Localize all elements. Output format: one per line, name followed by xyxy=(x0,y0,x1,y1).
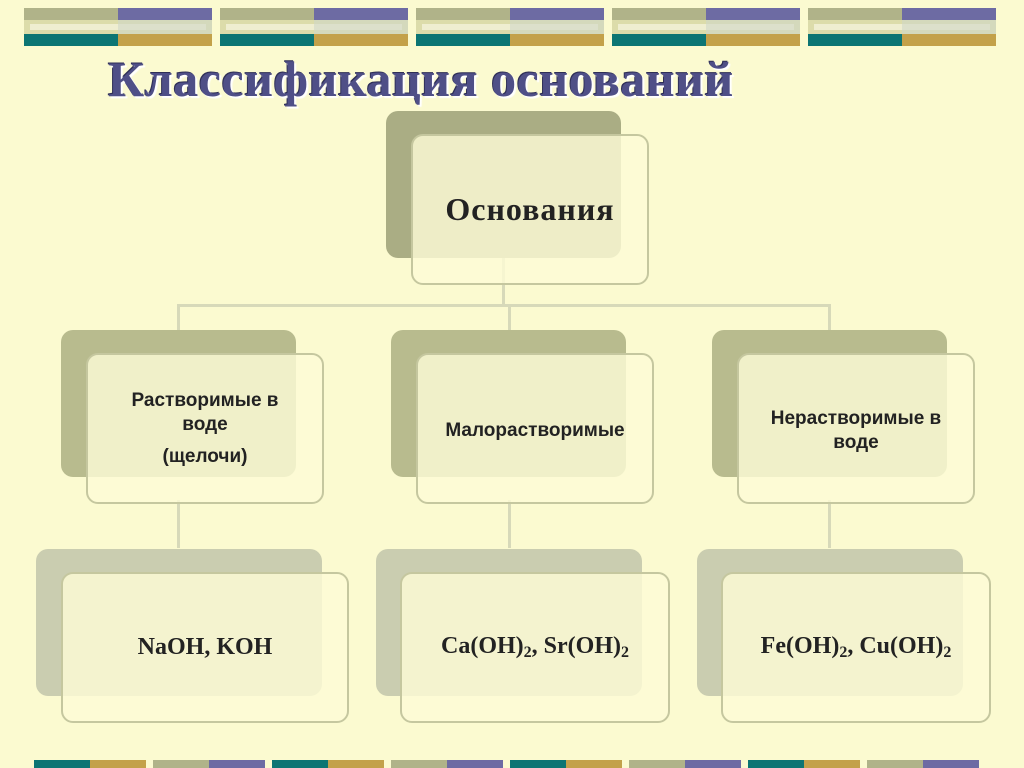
top-decoration-block xyxy=(220,8,408,46)
bottom-decoration-block xyxy=(34,760,146,768)
category-label-line: (щелочи) xyxy=(162,446,248,467)
connector-middle-leaf xyxy=(508,500,511,548)
example-formulas: NaOH, KOH xyxy=(137,634,273,660)
category-label: Нерастворимые в воде xyxy=(771,407,941,455)
category-node-slightly-soluble: Малорастворимые xyxy=(416,353,654,504)
top-decoration-block xyxy=(24,8,212,46)
example-formulas: Ca(OH)2, Sr(OH)2 xyxy=(441,633,629,661)
category-label-line: Малорастворимые xyxy=(445,420,625,441)
bottom-decoration-block xyxy=(153,760,265,768)
category-label-line: Растворимые в xyxy=(131,390,279,411)
slide-title: Классификация оснований xyxy=(108,51,734,107)
bottom-decoration-block xyxy=(391,760,503,768)
bottom-decoration-block xyxy=(867,760,979,768)
connector-middle-down xyxy=(508,304,511,330)
example-node-insoluble: Fe(OH)2, Cu(OH)2 xyxy=(721,572,991,723)
root-node-label: Основания xyxy=(445,191,615,227)
connector-horizontal xyxy=(177,304,831,307)
bottom-decoration-block xyxy=(629,760,741,768)
category-label: Малорастворимые xyxy=(445,419,624,443)
bottom-decoration-block xyxy=(272,760,384,768)
category-node-soluble: Растворимые в воде (щелочи) xyxy=(86,353,324,504)
bottom-decoration-block xyxy=(510,760,622,768)
category-label-line: воде xyxy=(182,414,228,435)
example-node-alkalis: NaOH, KOH xyxy=(61,572,349,723)
top-decoration-block xyxy=(808,8,996,46)
connector-left-down xyxy=(177,304,180,330)
category-label-line: воде xyxy=(833,432,879,453)
root-node: Основания xyxy=(411,134,649,285)
top-decoration-block xyxy=(612,8,800,46)
bottom-decoration-block xyxy=(748,760,860,768)
connector-right-down xyxy=(828,304,831,330)
category-node-insoluble: Нерастворимые в воде xyxy=(737,353,975,504)
category-label: Растворимые в воде (щелочи) xyxy=(132,389,279,469)
example-formulas: Fe(OH)2, Cu(OH)2 xyxy=(760,633,952,661)
example-node-slightly-soluble: Ca(OH)2, Sr(OH)2 xyxy=(400,572,670,723)
connector-left-leaf xyxy=(177,500,180,548)
connector-right-leaf xyxy=(828,500,831,548)
category-label-line: Нерастворимые в xyxy=(770,408,942,429)
top-decoration-block xyxy=(416,8,604,46)
